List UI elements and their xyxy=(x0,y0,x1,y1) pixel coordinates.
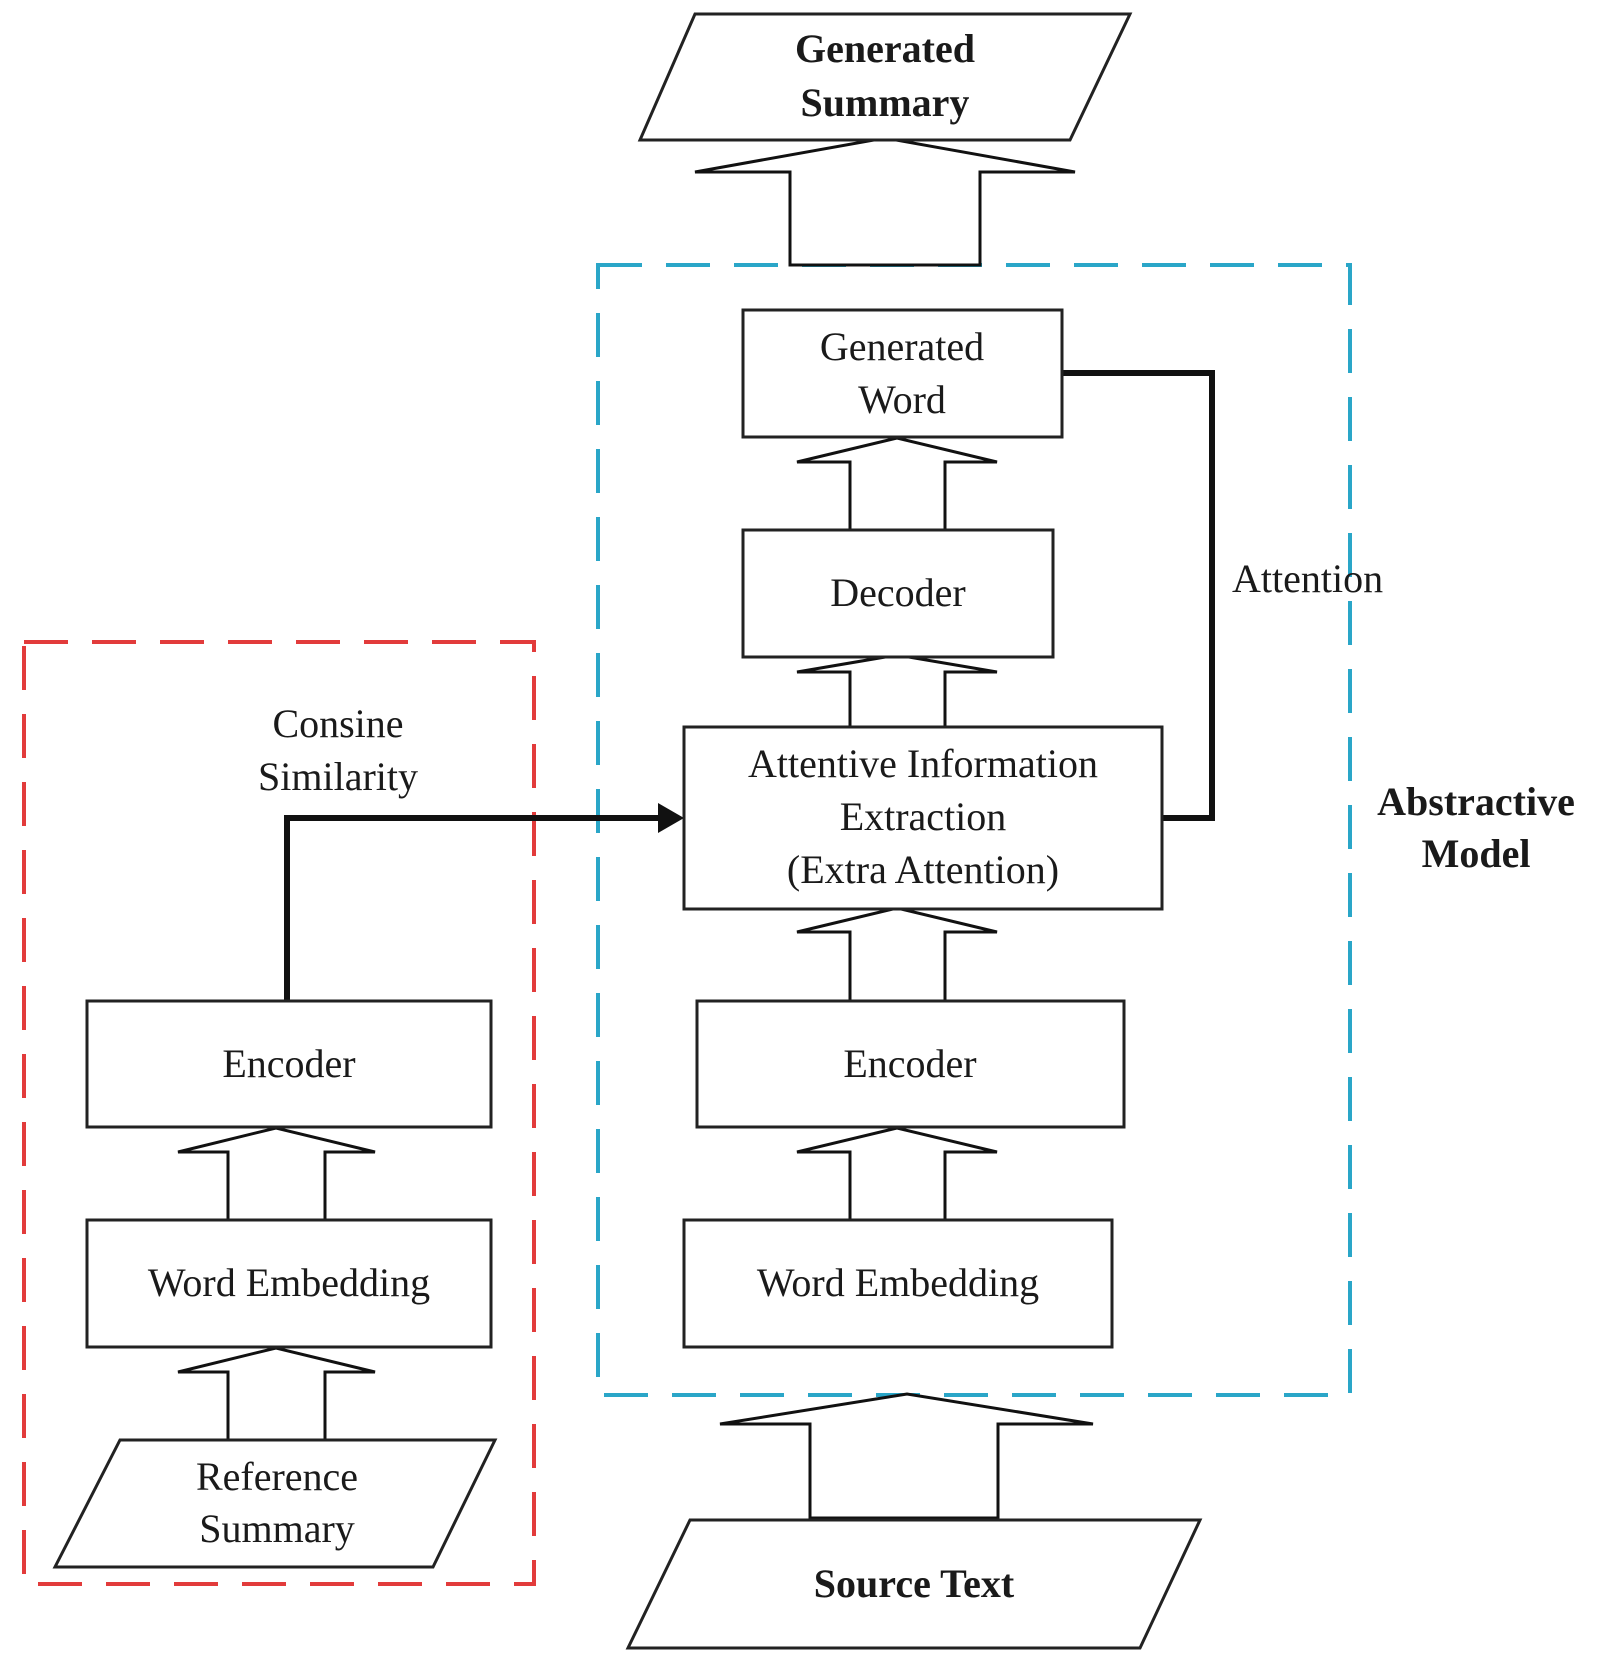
reference-summary-label-line2: Summary xyxy=(199,1506,355,1551)
generated-summary-label-line2: Summary xyxy=(801,80,970,125)
reference-summary-node xyxy=(52,1438,498,1569)
arrow-source-to-embedding xyxy=(719,1392,1094,1520)
generated-word-box xyxy=(741,308,1064,439)
decoder-box xyxy=(741,528,1055,659)
attentive-extraction-label-line1: Attentive Information xyxy=(748,741,1098,786)
word-embedding-box xyxy=(682,1218,1114,1349)
encoder-label: Encoder xyxy=(843,1041,976,1086)
arrow-extraction-to-decoder xyxy=(796,653,998,729)
source-text-node xyxy=(625,1518,1203,1650)
generated-word-label-line2: Word xyxy=(858,377,946,422)
similarity-label-line1: Consine xyxy=(272,701,403,746)
generated-word-label-line1: Generated xyxy=(820,324,984,369)
decoder-label: Decoder xyxy=(830,570,965,615)
reference-word-embedding-label: Word Embedding xyxy=(148,1260,430,1305)
reference-encoder-box xyxy=(85,999,493,1129)
word-embedding-label: Word Embedding xyxy=(757,1260,1039,1305)
reference-summary-label-line1: Reference xyxy=(196,1454,358,1499)
encoder-box xyxy=(695,999,1126,1129)
arrow-ref-embedding-to-encoder xyxy=(177,1126,376,1222)
similarity-connector xyxy=(284,815,660,1001)
generated-summary-node xyxy=(637,12,1133,142)
reference-word-embedding-box xyxy=(85,1218,493,1349)
attentive-extraction-label-line3: (Extra Attention) xyxy=(787,847,1059,892)
similarity-label-line2: Similarity xyxy=(258,754,418,799)
arrow-embedding-to-encoder xyxy=(796,1126,998,1222)
reference-encoder-label: Encoder xyxy=(222,1041,355,1086)
arrow-ref-summary-to-embedding xyxy=(177,1346,376,1442)
generated-summary-label-line1: Generated xyxy=(795,26,975,71)
attentive-extraction-box xyxy=(682,725,1164,911)
reference-branch-region xyxy=(22,640,536,1586)
abstractive-model-label-line1: Abstractive xyxy=(1377,779,1575,824)
abstractive-model-label-line2: Model xyxy=(1422,831,1531,876)
attention-connector xyxy=(1062,370,1215,821)
arrow-to-generated-summary xyxy=(694,136,1076,267)
arrow-encoder-to-extraction xyxy=(796,906,998,1003)
attention-label: Attention xyxy=(1232,556,1383,601)
similarity-arrowhead xyxy=(658,803,684,833)
source-text-label: Source Text xyxy=(814,1561,1015,1606)
attentive-extraction-label-line2: Extraction xyxy=(840,794,1007,839)
arrow-decoder-to-word xyxy=(796,436,998,532)
